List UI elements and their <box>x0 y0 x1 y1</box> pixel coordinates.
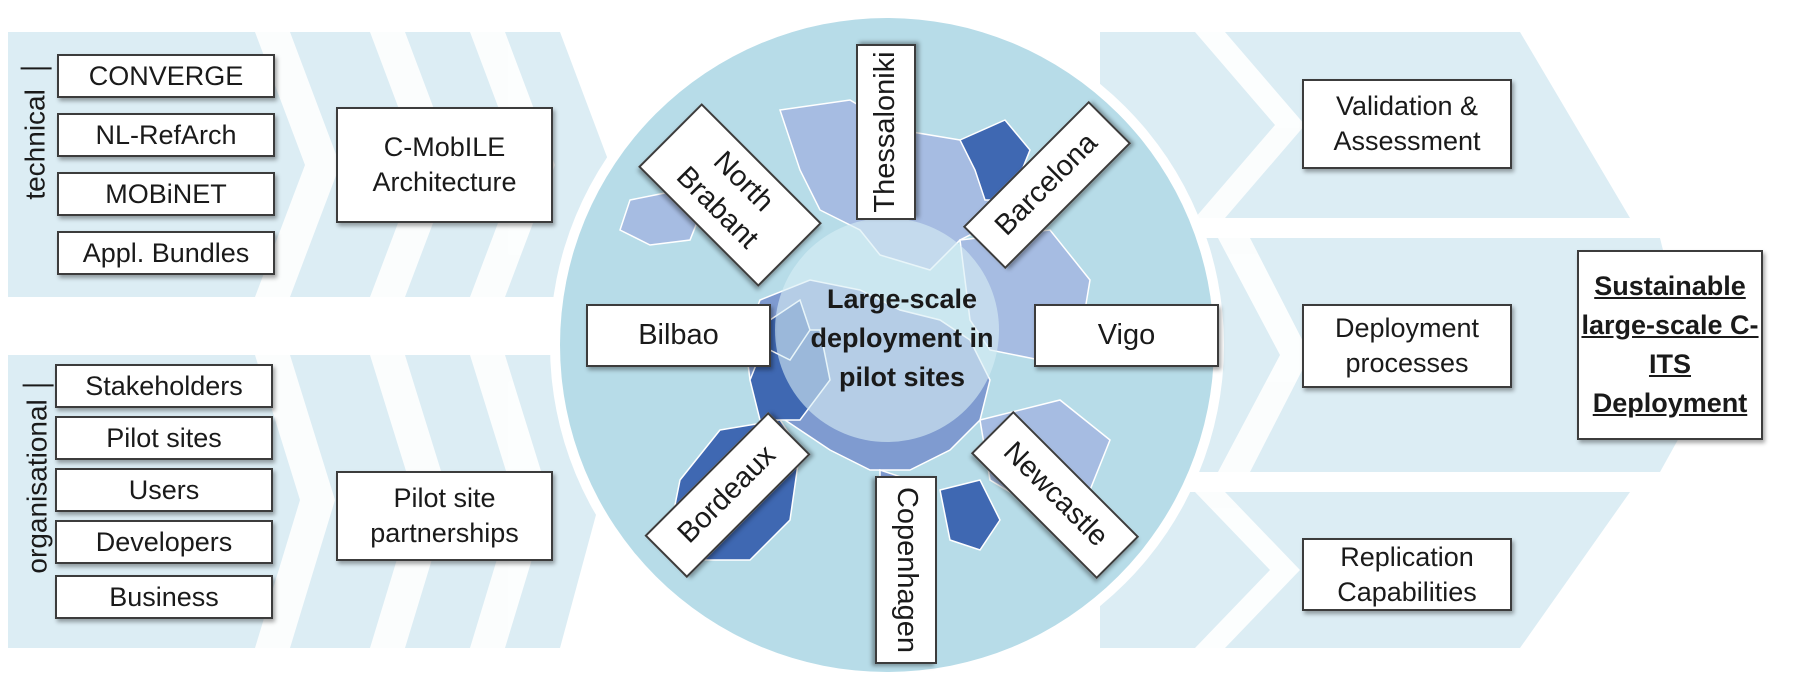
partnerships-box: Pilot site partnerships <box>336 471 553 561</box>
architecture-box: C-MobILE Architecture <box>336 107 553 223</box>
input-box-pilot-sites: Pilot sites <box>55 416 273 460</box>
input-box-nl-refarch: NL-RefArch <box>57 113 275 157</box>
outcome-replication: Replication Capabilities <box>1302 538 1512 611</box>
city-copenhagen: Copenhagen <box>875 476 937 664</box>
organisational-label: organisational <box>22 384 54 587</box>
input-box-mobinet: MOBiNET <box>57 172 275 216</box>
outcome-deployment: Deployment processes <box>1302 304 1512 388</box>
input-box-appl-bundles: Appl. Bundles <box>57 231 275 275</box>
input-box-converge: CONVERGE <box>57 54 275 98</box>
input-box-business: Business <box>55 575 273 619</box>
outcome-validation: Validation & Assessment <box>1302 79 1512 169</box>
input-box-developers: Developers <box>55 520 273 564</box>
city-bilbao: Bilbao <box>586 304 771 367</box>
input-box-stakeholders: Stakeholders <box>55 364 273 408</box>
input-box-users: Users <box>55 468 273 512</box>
city-vigo: Vigo <box>1034 304 1219 367</box>
pilot-circle-inner <box>775 218 999 442</box>
technical-label: technical <box>20 67 52 220</box>
city-thessaloniki: Thessaloniki <box>856 44 916 220</box>
goal-box: Sustainable large-scale C- ITS Deploymen… <box>1577 250 1763 440</box>
center-title: Large-scale deployment in pilot sites <box>810 284 994 393</box>
